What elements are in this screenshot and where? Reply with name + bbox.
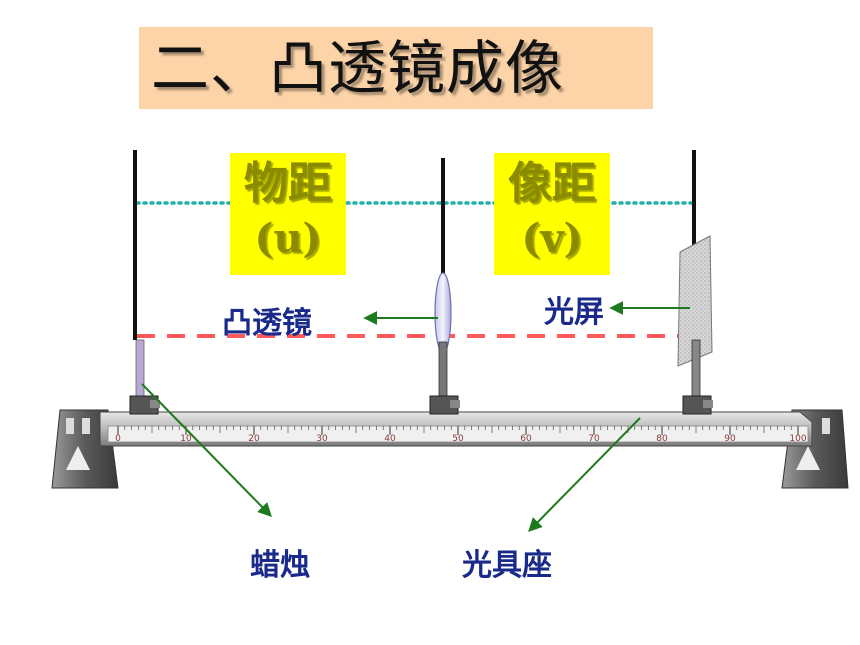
scale-tick-label: 0 [115,434,121,444]
candle-holder [129,150,160,415]
image-distance-highlight: 像距 (v) [494,153,610,275]
scale-tick-labels: 0 10 20 30 40 50 60 70 80 90 100 [115,434,807,444]
scale-tick-label: 80 [656,434,668,444]
screen-holder [677,150,713,415]
image-distance-label: 像距 [508,158,596,209]
object-distance-label: 物距 [244,158,332,209]
scale-tick-label: 70 [588,434,600,444]
scale-tick-label: 40 [384,434,396,444]
optical-bench-rail: 0 10 20 30 40 50 60 70 80 90 100 [99,411,813,447]
candle-label-arrow [141,383,272,518]
scale-tick-label: 20 [248,434,260,444]
page-title: 二、凸透镜成像 [151,34,565,102]
object-distance-highlight: 物距 (u) [230,153,346,275]
convex-lens [434,272,452,354]
object-distance-symbol: (u) [254,215,322,262]
lens-label: 凸透镜 [222,306,312,341]
candle-label: 蜡烛 [250,548,310,583]
lens-holder [429,158,460,415]
scale-tick-label: 90 [724,434,736,444]
scale-tick-label: 60 [520,434,532,444]
bench-label: 光具座 [462,548,552,583]
image-distance-symbol: (v) [521,215,583,262]
scale-tick-label: 10 [180,434,192,444]
screen-label: 光屏 [544,295,604,330]
scale-tick-label: 30 [316,434,328,444]
scale-tick-label: 50 [452,434,464,444]
scale-ticks [117,426,799,435]
scale-tick-label: 100 [789,434,806,444]
bench-label-arrow [528,417,641,532]
light-screen [677,235,713,367]
title-banner: 二、凸透镜成像 [139,27,653,109]
